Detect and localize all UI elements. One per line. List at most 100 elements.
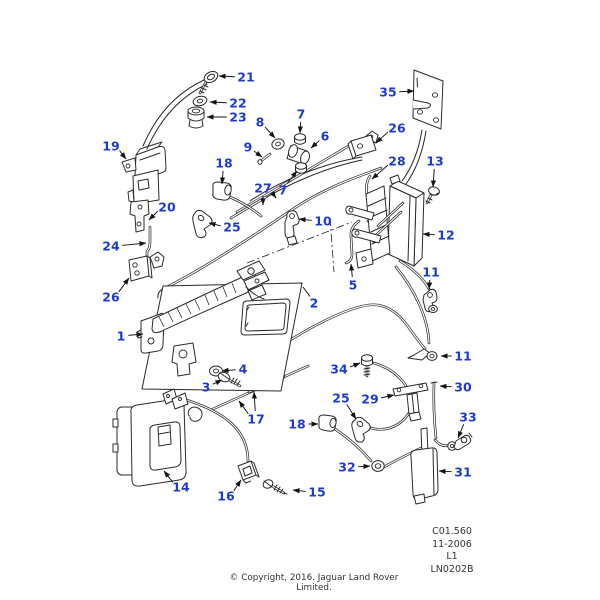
callout-label-13: 13	[426, 154, 443, 169]
callout-25: 25	[208, 220, 241, 235]
leader-line-35	[399, 88, 415, 94]
callout-label-11: 11	[422, 265, 439, 280]
leader-line-25	[346, 404, 357, 420]
dash-dot-centerlines	[246, 217, 353, 273]
part-screw-21	[198, 70, 219, 95]
part-grommet-23	[187, 106, 205, 129]
leader-line-32	[358, 463, 371, 469]
leader-line-10	[298, 217, 312, 223]
callout-label-25: 25	[332, 391, 349, 406]
callout-10: 10	[298, 214, 332, 229]
part-trim-panel-14	[112, 388, 203, 487]
callout-label-8: 8	[256, 115, 265, 130]
part-bracket-35	[412, 69, 444, 130]
callout-label-32: 32	[338, 460, 355, 475]
callout-label-3: 3	[202, 380, 211, 395]
leader-line-28	[371, 164, 389, 180]
callout-label-15: 15	[308, 485, 325, 500]
part-actuator-31	[410, 427, 439, 505]
callout-32: 32	[338, 460, 371, 475]
part-bolt-3	[217, 371, 242, 388]
callout-label-4: 4	[239, 362, 248, 377]
callout-22: 22	[209, 96, 247, 111]
leader-line-19	[119, 150, 127, 160]
part-washer-8	[271, 138, 285, 150]
callout-19: 19	[102, 139, 127, 160]
leader-line-30	[439, 383, 452, 389]
callout-label-2: 2	[310, 296, 319, 311]
leader-line-14	[163, 470, 174, 483]
leader-line-24	[122, 241, 147, 247]
callout-23: 23	[206, 110, 247, 125]
part-bolt-13	[425, 186, 440, 205]
callout-1: 1	[117, 329, 144, 344]
callout-24: 24	[102, 239, 147, 254]
drawing-date: 11-2006	[432, 538, 472, 550]
callout-7: 7	[297, 107, 305, 134]
callout-label-20: 20	[158, 200, 176, 215]
callout-label-28: 28	[388, 154, 405, 169]
callout-20: 20	[148, 200, 176, 221]
callout-label-23: 23	[229, 110, 246, 125]
callout-label-6: 6	[321, 129, 330, 144]
leader-line-8	[264, 126, 276, 139]
part-clip-25-low	[351, 416, 371, 443]
leader-line-7	[286, 170, 298, 184]
callout-18: 18	[215, 156, 233, 185]
leader-line-29	[381, 393, 395, 399]
leader-line-20	[148, 210, 159, 221]
part-grommet-32	[371, 460, 385, 472]
callout-17: 17	[238, 391, 265, 427]
leader-line-25	[208, 221, 221, 228]
callout-label-31: 31	[454, 465, 471, 480]
part-clip-25-top	[192, 209, 213, 239]
callout-7: 7	[279, 170, 298, 198]
part-washer-22	[192, 95, 208, 107]
callout-4: 4	[221, 362, 248, 377]
callout-13: 13	[426, 154, 444, 188]
leader-line-11	[427, 279, 433, 290]
leader-line-1	[128, 332, 144, 338]
callout-label-22: 22	[229, 96, 246, 111]
callout-35: 35	[379, 85, 415, 100]
leader-line-7	[297, 121, 303, 134]
part-bracket-26-right	[347, 130, 379, 160]
callout-16: 16	[217, 479, 242, 504]
part-clip-10	[284, 210, 300, 246]
callout-label-29: 29	[361, 392, 378, 407]
callout-30: 30	[439, 380, 472, 395]
callout-11: 11	[440, 349, 472, 364]
leader-line-21	[218, 73, 235, 79]
callout-33: 33	[457, 410, 477, 439]
callout-27: 27	[254, 181, 277, 206]
callout-label-30: 30	[454, 380, 472, 395]
copyright-notice: © Copyright, 2016. Jaguar Land Rover Lim…	[229, 573, 399, 593]
leader-line-9	[253, 150, 263, 158]
callout-15: 15	[292, 485, 326, 500]
callout-28: 28	[371, 154, 406, 180]
leader-line-18	[219, 170, 226, 185]
callout-label-14: 14	[172, 480, 190, 495]
callout-29: 29	[361, 392, 395, 407]
callout-label-25: 25	[223, 220, 240, 235]
callout-21: 21	[218, 70, 255, 85]
leader-line-27	[270, 191, 277, 199]
leader-line-31	[438, 468, 452, 474]
callout-label-12: 12	[437, 228, 454, 243]
callout-label-18: 18	[215, 156, 232, 171]
leader-line-6	[310, 140, 320, 149]
callout-26: 26	[102, 277, 130, 305]
callout-label-33: 33	[459, 410, 476, 425]
callout-25: 25	[332, 391, 357, 420]
callout-label-11: 11	[454, 349, 471, 364]
part-knob-18-top	[212, 181, 232, 201]
leader-line-3	[212, 379, 223, 386]
callout-label-7: 7	[279, 183, 288, 198]
callout-14: 14	[163, 470, 190, 495]
leader-line-15	[292, 488, 306, 494]
callout-26: 26	[375, 121, 406, 144]
callout-label-35: 35	[379, 85, 396, 100]
drawing-reference-block: C01.560 11-2006 L1 LN0202B	[407, 526, 497, 576]
